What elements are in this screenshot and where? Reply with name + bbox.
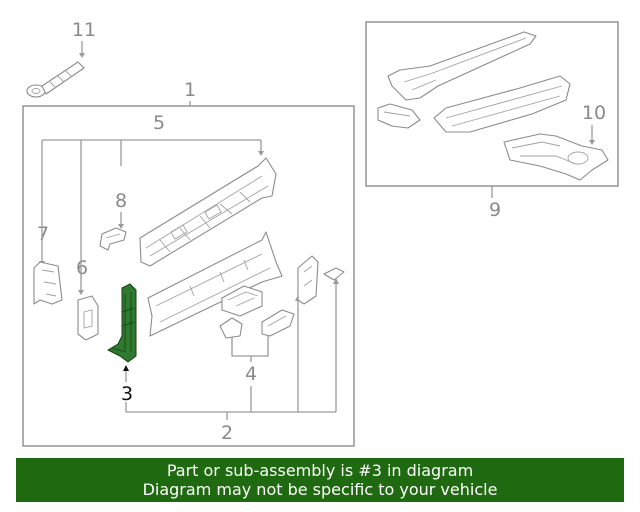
assembly-frame-1 bbox=[22, 105, 355, 447]
part-8-bracket[interactable] bbox=[99, 227, 127, 251]
callout-7[interactable]: 7 bbox=[37, 223, 49, 245]
part-5-upper-rail[interactable] bbox=[139, 157, 277, 267]
info-banner: Part or sub-assembly is #3 in diagram Di… bbox=[16, 458, 624, 502]
part-10-rear-bracket[interactable] bbox=[503, 133, 609, 181]
part-2-side-brackets[interactable] bbox=[297, 255, 345, 305]
part-9-rail-assembly[interactable] bbox=[377, 31, 571, 133]
part-2-side-member[interactable] bbox=[147, 231, 283, 337]
callout-1[interactable]: 1 bbox=[184, 79, 196, 101]
callout-9[interactable]: 9 bbox=[489, 199, 501, 221]
callout-4[interactable]: 4 bbox=[245, 363, 257, 385]
part-4-brackets[interactable] bbox=[219, 285, 295, 339]
leader-lines bbox=[39, 41, 595, 420]
callout-3[interactable]: 3 bbox=[121, 383, 133, 405]
part-3-reinforcement[interactable] bbox=[107, 283, 137, 363]
banner-line-1: Part or sub-assembly is #3 in diagram bbox=[166, 461, 474, 480]
part-6-panel[interactable] bbox=[77, 295, 99, 341]
banner-line-2: Diagram may not be specific to your vehi… bbox=[142, 480, 498, 499]
callout-10[interactable]: 10 bbox=[582, 102, 606, 124]
callout-11[interactable]: 11 bbox=[72, 19, 96, 41]
callout-2[interactable]: 2 bbox=[221, 422, 233, 444]
callout-6[interactable]: 6 bbox=[76, 257, 88, 279]
callout-8[interactable]: 8 bbox=[115, 190, 127, 212]
part-11-bolt[interactable] bbox=[26, 61, 85, 98]
callout-5[interactable]: 5 bbox=[153, 112, 165, 134]
part-7-panel[interactable] bbox=[33, 261, 63, 305]
